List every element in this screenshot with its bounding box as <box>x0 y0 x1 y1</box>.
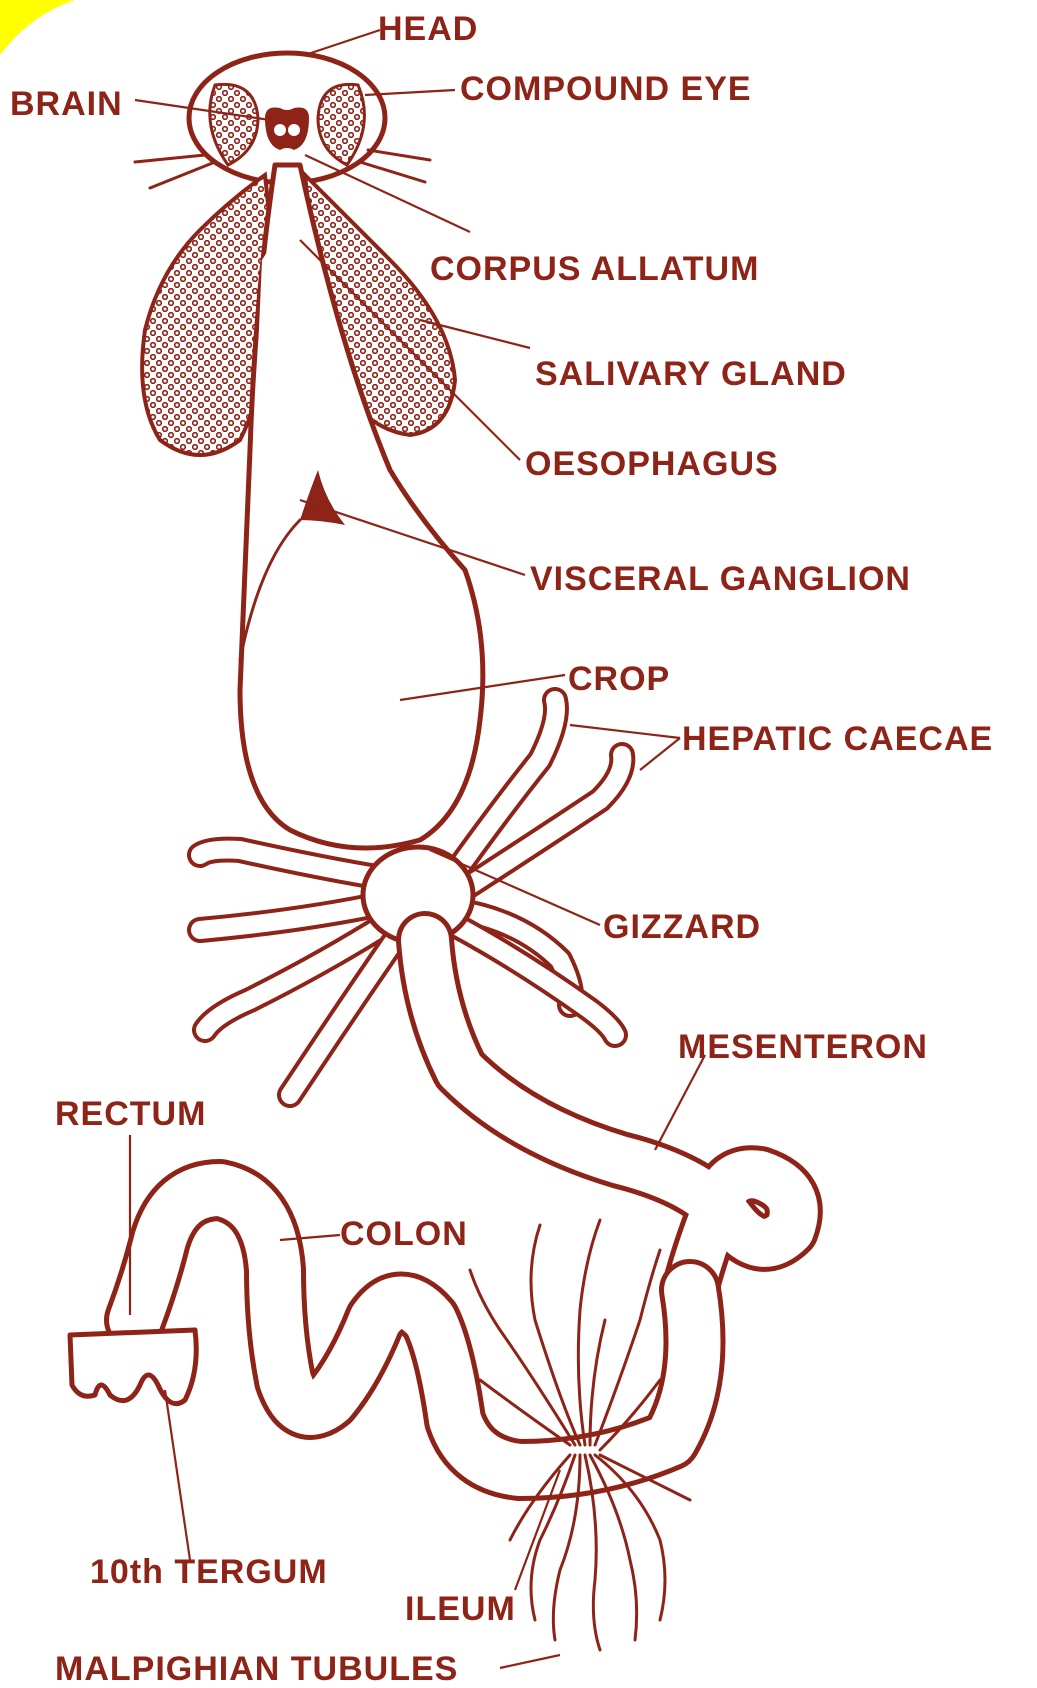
label-brain: BRAIN <box>10 85 123 123</box>
tenth-tergum <box>70 1330 196 1404</box>
label-rectum: RECTUM <box>55 1095 206 1133</box>
label-compound-eye: COMPOUND EYE <box>460 70 752 108</box>
label-ileum: ILEUM <box>405 1590 516 1628</box>
label-colon: COLON <box>340 1215 468 1253</box>
label-malpighian-tubules: MALPIGHIAN TUBULES <box>55 1650 458 1688</box>
label-crop: CROP <box>568 660 670 698</box>
label-mesenteron: MESENTERON <box>678 1028 928 1066</box>
label-salivary-gland: SALIVARY GLAND <box>535 355 847 393</box>
label-oesophagus: OESOPHAGUS <box>525 445 779 483</box>
label-tenth-tergum: 10th TERGUM <box>90 1553 328 1591</box>
label-head: HEAD <box>378 10 478 48</box>
label-corpus-allatum: CORPUS ALLATUM <box>430 250 759 288</box>
brain <box>265 107 309 150</box>
corner-highlight <box>0 0 75 55</box>
label-gizzard: GIZZARD <box>603 908 761 946</box>
label-hepatic-caecae: HEPATIC CAECAE <box>682 720 993 758</box>
mesenteron <box>425 940 794 1290</box>
label-visceral-ganglion: VISCERAL GANGLION <box>530 560 911 598</box>
